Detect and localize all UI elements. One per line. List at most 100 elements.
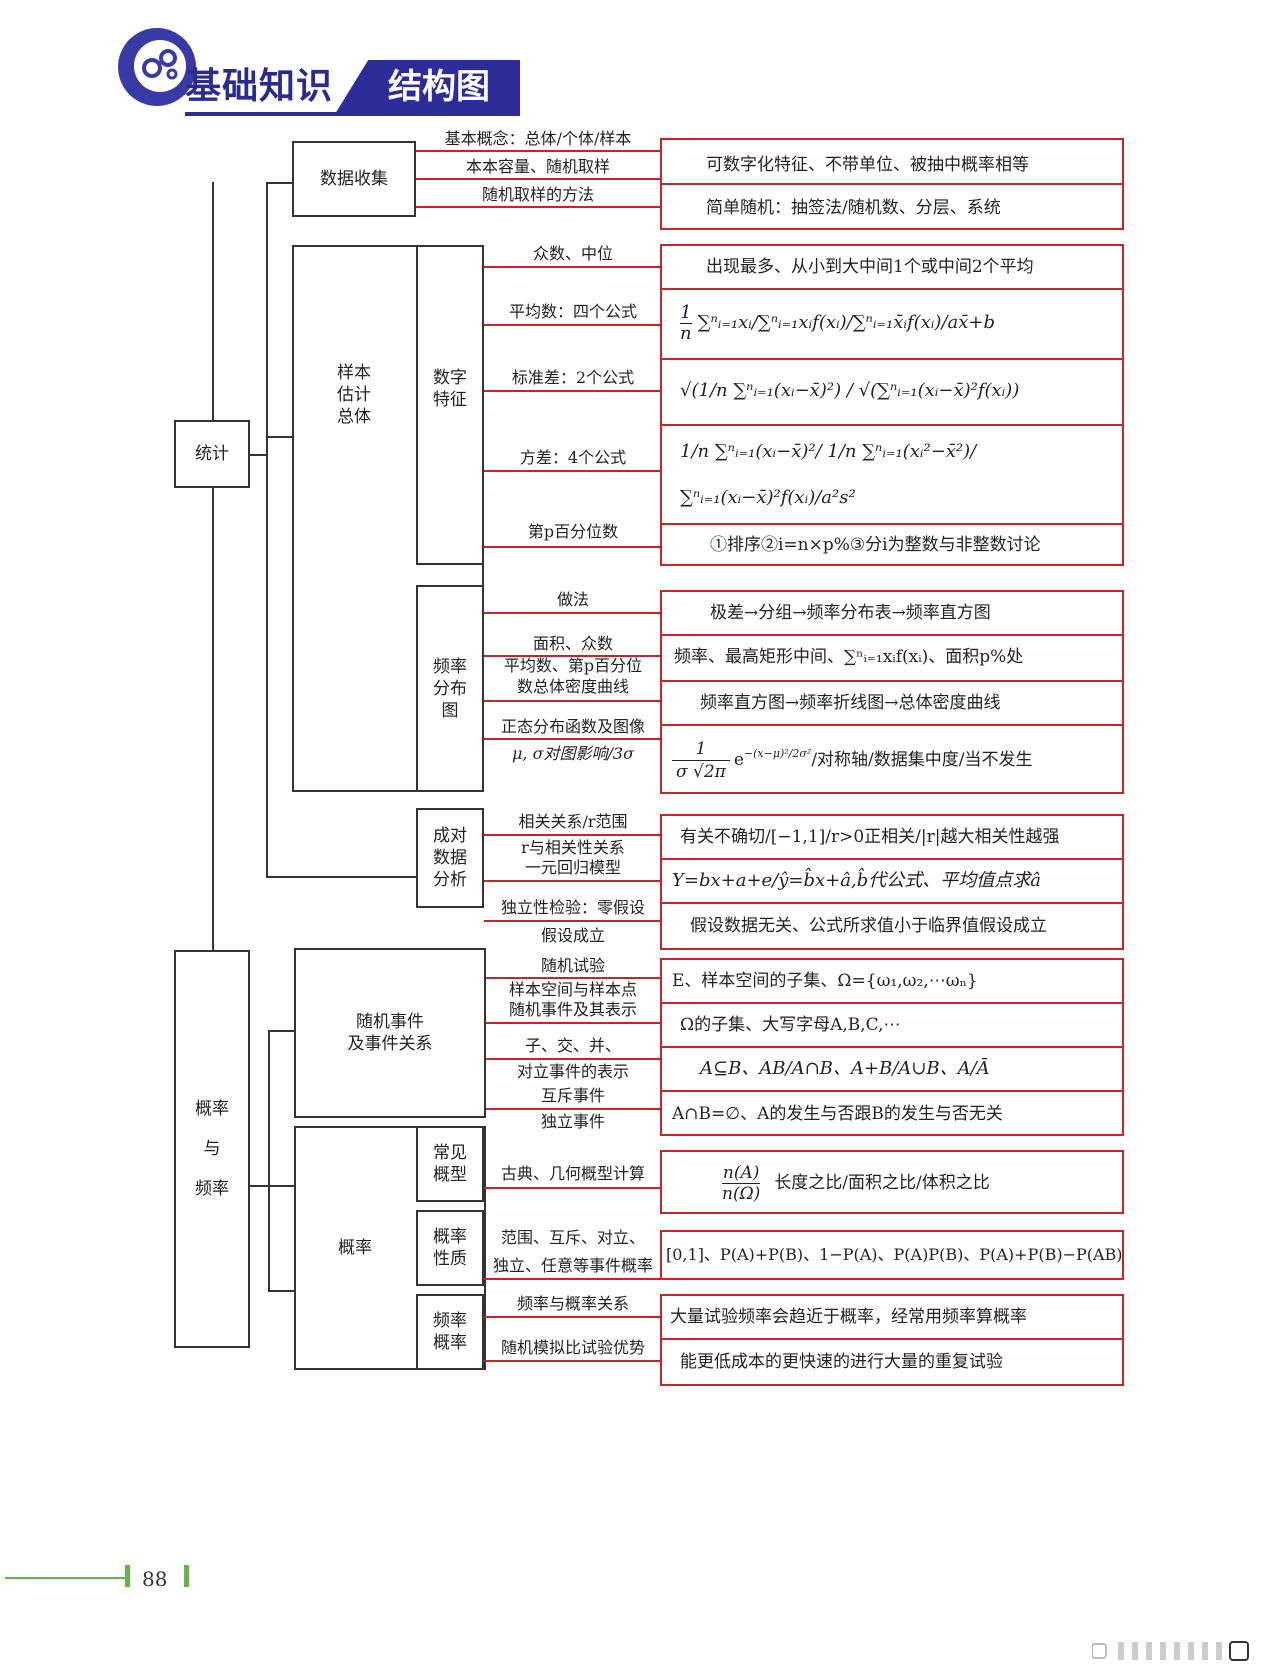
title-left: 基础知识 <box>185 66 334 107</box>
common-model-label: 常见 概型 <box>433 1143 467 1185</box>
rline-pd3 <box>484 880 660 882</box>
rtext-dc-a: 可数字化特征、不带单位、被抽中概率相等 <box>706 155 1029 175</box>
rbox-pd <box>660 814 1124 950</box>
normal-frac: 1 σ √2π <box>672 738 730 783</box>
frac-1n: 1 n <box>680 302 692 344</box>
label-nf2: 平均数：四个公式 <box>508 302 637 321</box>
rsep-pd2 <box>660 902 1124 904</box>
rline-re3 <box>486 1022 660 1024</box>
rline-fd5 <box>484 738 660 740</box>
label-fd5: 正态分布函数及图像 <box>500 717 645 736</box>
data-collect-label: 数据收集 <box>320 169 388 189</box>
rtext-nf-d2: ∑ⁿᵢ₌₁(xᵢ−x̄)²f(xᵢ)/a²s² <box>680 487 856 508</box>
prob-prop-label: 概率 性质 <box>433 1227 467 1269</box>
link-pr <box>268 1290 294 1292</box>
rline-nf1 <box>484 266 660 268</box>
random-event-box: 随机事件 及事件关系 <box>294 948 486 1118</box>
rbox-nf <box>660 244 1124 566</box>
sample-est-label: 样本 估计 总体 <box>337 363 371 427</box>
label-fd1: 做法 <box>556 590 589 609</box>
paired-box: 成对 数据 分析 <box>416 808 484 908</box>
rbox-pp <box>660 1230 1124 1280</box>
rbox-fp <box>660 1294 1124 1386</box>
rsep-nf4 <box>660 523 1124 525</box>
label-fp2: 随机模拟比试验优势 <box>500 1338 645 1357</box>
rsep-nf3 <box>660 424 1124 426</box>
rline-dc3 <box>416 206 660 208</box>
label-fd6: μ, σ对图影响/3σ <box>512 744 634 763</box>
prob-prop-box: 概率 性质 <box>416 1210 484 1286</box>
rline-fd2 <box>484 655 660 657</box>
link-prob <box>250 1185 294 1187</box>
label-nf1: 众数、中位 <box>532 244 613 263</box>
rline-dc2 <box>416 178 660 180</box>
cm-frac-num: n(A) <box>722 1162 760 1183</box>
link-dc <box>266 182 292 184</box>
label-nf4: 方差：4个公式 <box>519 448 627 467</box>
rline-re4 <box>486 1058 660 1060</box>
rtext-nf-b: 1 n ∑ⁿᵢ₌₁xᵢ/∑ⁿᵢ₌₁xᵢf(xᵢ)/∑ⁿᵢ₌₁x̄ᵢf(xᵢ)/a… <box>680 298 995 348</box>
rsep-fd1 <box>660 634 1124 636</box>
label-re2: 样本空间与样本点 <box>508 980 637 999</box>
label-pp1: 范围、互斥、对立、 <box>500 1228 645 1247</box>
prob-branch-line <box>268 1030 270 1290</box>
rline-fd4 <box>484 700 660 702</box>
freq-prob-label: 频率 概率 <box>433 1311 467 1353</box>
trunk-line <box>212 182 214 952</box>
rsep-nf2 <box>660 358 1124 360</box>
rtext-re-d: A∩B=∅、A的发生与否跟B的发生与否无关 <box>672 1104 1003 1124</box>
label-dc3: 随机取样的方法 <box>481 185 594 204</box>
cm-frac: n(A) n(Ω) <box>722 1162 761 1204</box>
label-pd1: 相关关系/r范围 <box>518 812 628 831</box>
gears-icon <box>142 49 178 80</box>
label-re3: 随机事件及其表示 <box>508 1000 637 1019</box>
label-dc2: 本本容量、随机取样 <box>465 157 610 176</box>
footer-bar-right <box>184 1565 189 1587</box>
rline-fp2 <box>484 1360 660 1362</box>
common-model-box: 常见 概型 <box>416 1126 484 1202</box>
label-fd3: 平均数、第p百分位 <box>503 656 643 675</box>
random-event-label: 随机事件 及事件关系 <box>347 1012 433 1054</box>
rtext-pp: [0,1]、P(A)+P(B)、1−P(A)、P(A)P(B)、P(A)+P(B… <box>666 1245 1123 1264</box>
rtext-re-b: Ω的子集、大写字母A,B,C,⋯ <box>680 1015 901 1035</box>
data-collect-box: 数据收集 <box>292 141 416 217</box>
rsep-re2 <box>660 1046 1124 1048</box>
label-re5: 对立事件的表示 <box>516 1062 629 1081</box>
rsep-pd1 <box>660 858 1124 860</box>
title-right: 结构图 <box>335 60 520 114</box>
rtext-pd-a: 有关不确切/[−1,1]/r>0正相关/|r|越大相关性越强 <box>680 827 1060 847</box>
label-cm1: 古典、几何概型计算 <box>500 1164 645 1183</box>
footer-bar-left <box>125 1565 130 1587</box>
rline-pd1 <box>484 834 660 836</box>
label-pd4: 独立性检验：零假设 <box>500 898 645 917</box>
page-number: 88 <box>142 1567 168 1591</box>
rsep-nf1 <box>660 288 1124 290</box>
probability-label-wrap: 概率 <box>294 1126 416 1370</box>
title-underline <box>185 112 520 116</box>
rline-nf5 <box>484 546 660 548</box>
rtext-cm: n(A) n(Ω) 长度之比/面积之比/体积之比 <box>722 1158 990 1208</box>
label-re1: 随机试验 <box>540 956 605 975</box>
rtext-fd-c: 频率直方图→频率折线图→总体密度曲线 <box>700 693 1001 713</box>
normal-exp-power: −(x−μ)²/2σ² <box>743 747 812 760</box>
rtext-fp-a: 大量试验频率会趋近于概率，经常用频率算概率 <box>670 1307 1027 1327</box>
rline-pp2 <box>484 1278 660 1280</box>
rtext-fp-b: 能更低成本的更快速的进行大量的重复试验 <box>680 1352 1003 1372</box>
normal-rest: /对称轴/数据集中度/当不发生 <box>811 750 1033 770</box>
rsep-fd2 <box>660 680 1124 682</box>
rsep-fd3 <box>660 724 1124 726</box>
label-pd3: 一元回归模型 <box>524 858 621 877</box>
freq-prob-box: 频率 概率 <box>416 1294 484 1370</box>
normal-exp-base: e <box>733 750 744 770</box>
rline-fp1 <box>484 1316 660 1318</box>
page-title: 基础知识 结构图 <box>185 60 520 116</box>
rline-fd1 <box>484 612 660 614</box>
label-pd5: 假设成立 <box>540 926 605 945</box>
rtext-fd-d: 1 σ √2π e −(x−μ)²/2σ² /对称轴/数据集中度/当不发生 <box>672 732 1033 788</box>
label-fp1: 频率与概率关系 <box>516 1294 629 1313</box>
normal-frac-num: 1 <box>695 738 707 759</box>
label-re7: 独立事件 <box>540 1112 605 1131</box>
normal-frac-den: σ √2π <box>672 759 730 783</box>
sample-est-label-wrap: 样本 估计 总体 <box>292 245 416 545</box>
label-dc1: 基本概念：总体/个体/样本 <box>444 129 632 148</box>
